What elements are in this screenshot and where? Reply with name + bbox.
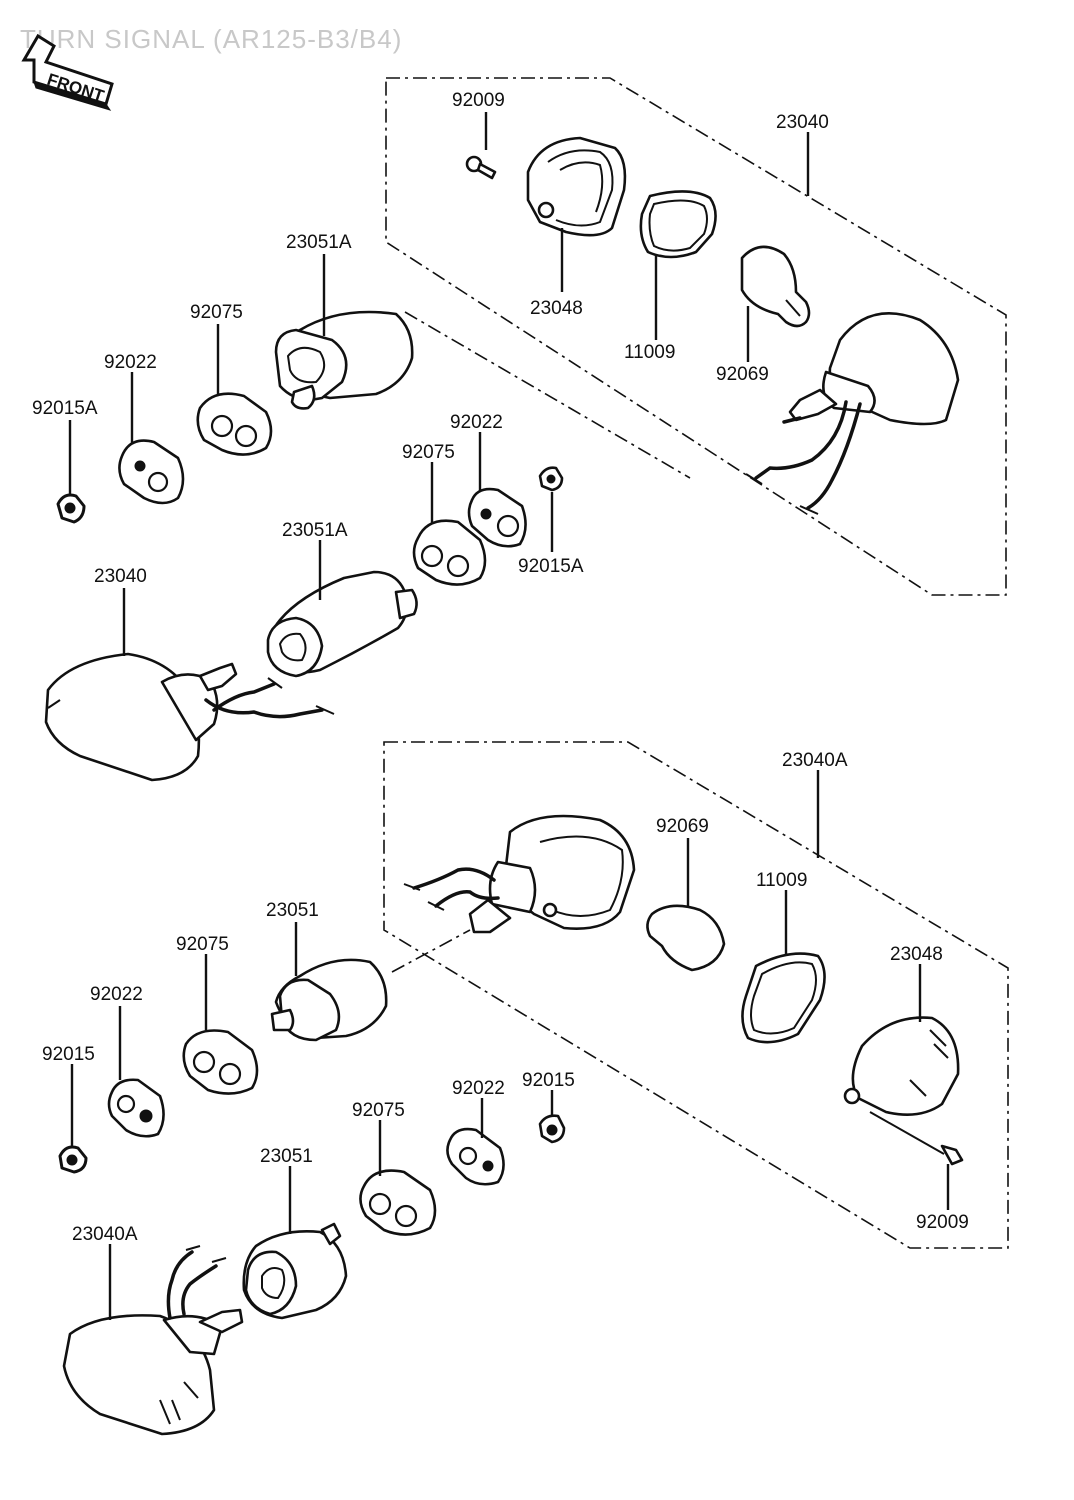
callout-92015-bottom-b: 92015 bbox=[522, 1070, 575, 1091]
callout-23040A-bottom-left: 23040A bbox=[72, 1224, 138, 1245]
callout-92015A-top-left: 92015A bbox=[32, 398, 98, 419]
plate-92022-bottom-a bbox=[107, 1078, 165, 1138]
callout-23040-left: 23040 bbox=[94, 566, 147, 587]
callout-11009-top: 11009 bbox=[624, 342, 675, 363]
turn-signal-housing-bottom-center bbox=[403, 814, 636, 934]
callout-92022-bottom-a: 92022 bbox=[90, 984, 143, 1005]
screw-92009-bottom bbox=[869, 1111, 964, 1166]
callout-11009-bottom: 11009 bbox=[756, 870, 807, 891]
gasket-11009-bottom bbox=[741, 952, 826, 1044]
holder-23051A-top bbox=[274, 310, 414, 410]
grommet-92075-bottom-b bbox=[359, 1169, 437, 1236]
callout-92075-bottom-a: 92075 bbox=[176, 934, 229, 955]
top-group-box-1 bbox=[385, 77, 1007, 596]
plate-92022-bottom-b bbox=[446, 1127, 505, 1186]
callout-23040A-bottom: 23040A bbox=[782, 750, 848, 771]
bottom-group-box-2 bbox=[391, 929, 471, 973]
bulb-92069-top bbox=[740, 245, 811, 328]
callout-23040-top: 23040 bbox=[776, 112, 829, 133]
callout-23048-bottom: 23048 bbox=[890, 944, 943, 965]
callout-23051-bottom-b: 23051 bbox=[260, 1146, 313, 1167]
holder-23051-bottom-a bbox=[270, 958, 388, 1042]
callout-92015A-center: 92015A bbox=[518, 556, 584, 577]
callout-23051-bottom-a: 23051 bbox=[266, 900, 319, 921]
callout-92009-top: 92009 bbox=[452, 90, 505, 111]
turn-signal-23040A-bottom-left bbox=[62, 1245, 244, 1436]
callout-92022-top-left: 92022 bbox=[104, 352, 157, 373]
bottom-group-box-1 bbox=[383, 741, 1009, 1249]
nut-92015A-center bbox=[538, 466, 564, 492]
callout-92075-center: 92075 bbox=[402, 442, 455, 463]
callout-labels: 92009 23040 23048 11009 92069 23051A 920… bbox=[32, 90, 969, 1245]
bulb-92069-bottom bbox=[646, 904, 726, 972]
lens-23048-bottom bbox=[843, 1016, 960, 1116]
nut-92015-bottom-a bbox=[58, 1145, 88, 1174]
callout-92069-bottom: 92069 bbox=[656, 816, 709, 837]
callout-23048-top: 23048 bbox=[530, 298, 583, 319]
plate-92022-center bbox=[467, 487, 527, 548]
nut-92015-bottom-b bbox=[538, 1114, 566, 1144]
diagram-title: TURN SIGNAL (AR125-B3/B4) bbox=[20, 24, 402, 54]
grommet-92075-top-left bbox=[196, 392, 273, 456]
callout-92015-bottom-a: 92015 bbox=[42, 1044, 95, 1065]
top-group-box-2 bbox=[404, 311, 691, 479]
callout-92009-bottom: 92009 bbox=[916, 1212, 969, 1233]
callout-23051A-top: 23051A bbox=[286, 232, 352, 253]
plate-92022-top-left bbox=[118, 439, 185, 505]
gasket-11009-top bbox=[639, 190, 717, 259]
turn-signal-23040-left bbox=[44, 652, 335, 782]
callout-23051A-center: 23051A bbox=[282, 520, 348, 541]
lens-23048-top bbox=[526, 136, 627, 237]
callout-92022-bottom-b: 92022 bbox=[452, 1078, 505, 1099]
callout-92075-top-left: 92075 bbox=[190, 302, 243, 323]
holder-23051A-center bbox=[266, 570, 418, 678]
grommet-92075-center bbox=[412, 519, 487, 586]
screw-92009-top bbox=[465, 155, 497, 180]
turn-signal-housing-top-right bbox=[745, 312, 960, 515]
nut-92015A-top-left bbox=[56, 493, 86, 524]
callout-92075-bottom-b: 92075 bbox=[352, 1100, 405, 1121]
grommet-92075-bottom-a bbox=[182, 1029, 259, 1095]
callout-92022-center: 92022 bbox=[450, 412, 503, 433]
holder-23051-bottom-b bbox=[242, 1222, 348, 1320]
callout-92069-top: 92069 bbox=[716, 364, 769, 385]
callout-leaders bbox=[68, 112, 950, 1320]
